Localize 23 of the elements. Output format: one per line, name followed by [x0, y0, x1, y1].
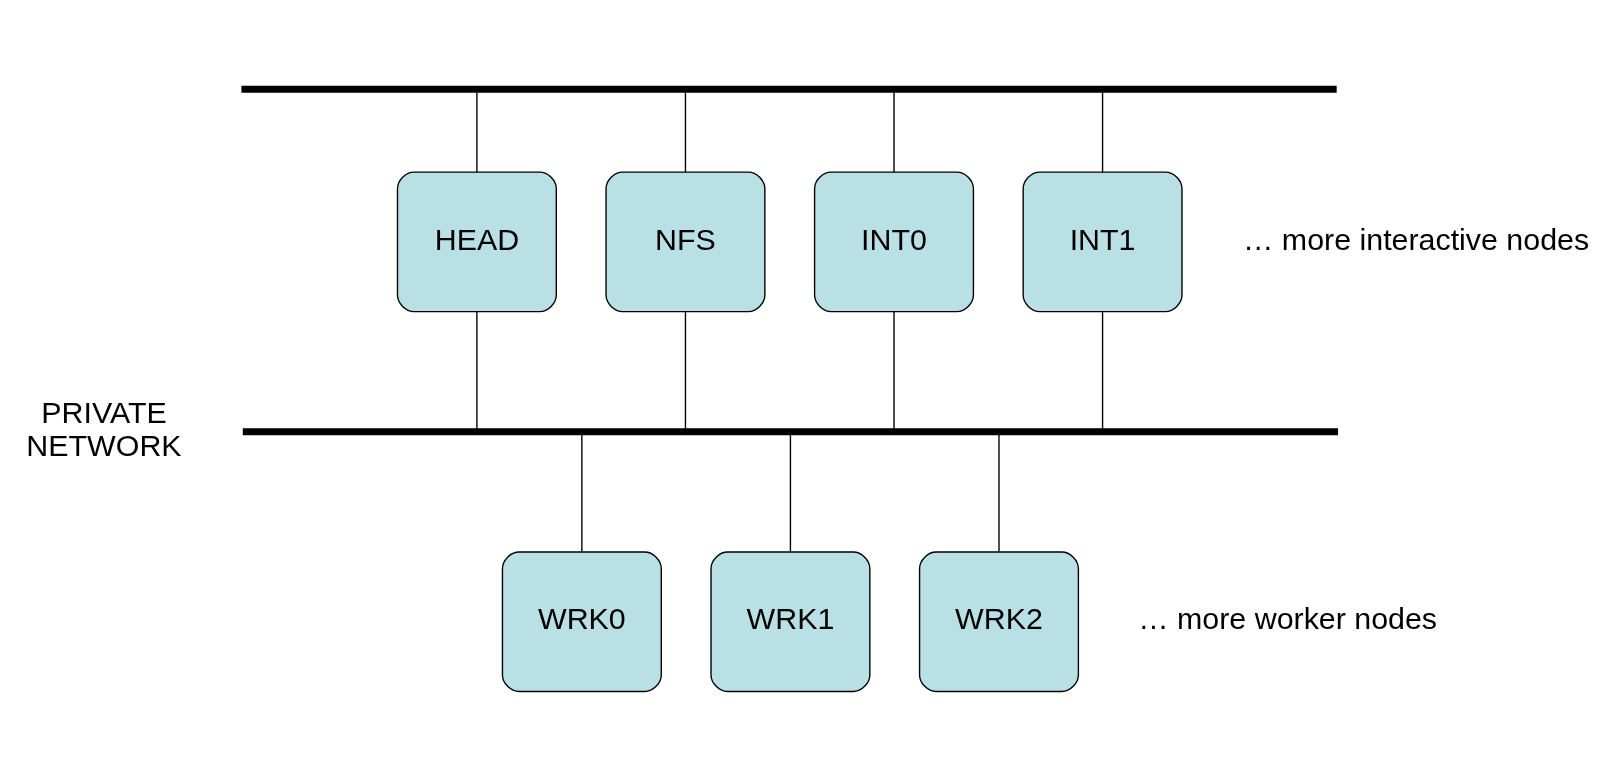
- connector: [789, 434, 792, 553]
- connector: [684, 91, 687, 173]
- connector: [581, 434, 583, 553]
- node-label: PRIVATE NETWORK: [26, 394, 182, 463]
- connector: [998, 434, 1000, 553]
- connector: [476, 311, 478, 430]
- node-box: WRK0: [501, 551, 662, 693]
- connector: [893, 311, 895, 430]
- node-box: WRK1: [710, 551, 871, 693]
- node-box: WRK2: [918, 551, 1080, 693]
- label: … more interactive nodes: [1243, 221, 1590, 256]
- connector: [893, 91, 895, 173]
- node-box: INT1: [1022, 171, 1183, 313]
- connector: [1101, 91, 1104, 173]
- connector: [476, 91, 478, 173]
- node-box: NFS: [605, 171, 766, 313]
- node-bar: [241, 85, 1337, 93]
- node-bar: [242, 428, 1339, 436]
- node-box: HEAD: [396, 171, 557, 313]
- connector: [684, 311, 687, 430]
- node-box: INT0: [813, 171, 975, 313]
- connector: [1101, 311, 1104, 430]
- label: … more worker nodes: [1138, 601, 1438, 636]
